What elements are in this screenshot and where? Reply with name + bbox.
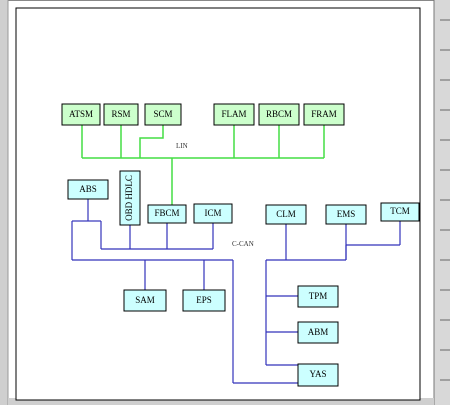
node-rbcm-box bbox=[258, 103, 300, 126]
node-rsm-box bbox=[103, 103, 139, 126]
node-flam[interactable]: FLAM bbox=[213, 103, 255, 126]
node-ems[interactable]: EMS bbox=[325, 204, 367, 225]
node-clm[interactable]: CLM bbox=[265, 204, 307, 225]
node-abm[interactable]: ABM bbox=[297, 321, 339, 344]
node-icm-box bbox=[193, 203, 233, 224]
node-tpm-label: TPM bbox=[309, 291, 328, 301]
node-fbcm[interactable]: FBCM bbox=[147, 204, 187, 224]
lin-bus bbox=[81, 125, 325, 205]
node-tpm[interactable]: TPM bbox=[297, 285, 339, 308]
node-sam-box bbox=[123, 289, 167, 312]
node-yas[interactable]: YAS bbox=[297, 363, 339, 387]
node-obd-hdlc[interactable]: OBD HDLC bbox=[119, 170, 141, 226]
node-yas-label: YAS bbox=[309, 369, 326, 379]
node-abs-label: ABS bbox=[79, 184, 97, 194]
node-rbcm[interactable]: RBCM bbox=[258, 103, 300, 126]
node-fbcm-box bbox=[147, 204, 187, 224]
node-sam-label: SAM bbox=[135, 295, 155, 305]
bottom-edge bbox=[8, 398, 434, 405]
node-abs-box bbox=[67, 179, 109, 200]
node-abm-box bbox=[297, 321, 339, 344]
node-clm-box bbox=[265, 204, 307, 225]
lin-label: LIN bbox=[176, 142, 188, 150]
node-clm-label: CLM bbox=[276, 209, 296, 219]
node-fbcm-label: FBCM bbox=[154, 208, 179, 218]
node-tcm-label: TCM bbox=[390, 206, 410, 216]
node-scm-label: SCM bbox=[153, 109, 172, 119]
node-eps[interactable]: EPS bbox=[182, 289, 226, 312]
node-abm-label: ABM bbox=[308, 327, 329, 337]
node-fram-label: FRAM bbox=[311, 109, 337, 119]
node-scm[interactable]: SCM bbox=[144, 103, 182, 126]
node-tcm-box bbox=[380, 202, 420, 222]
node-eps-label: EPS bbox=[196, 295, 212, 305]
ruler-ticks bbox=[440, 19, 450, 381]
node-yas-box bbox=[297, 363, 339, 387]
node-obd-label: OBD HDLC bbox=[124, 175, 134, 221]
node-ems-box bbox=[325, 204, 367, 225]
node-icm[interactable]: ICM bbox=[193, 203, 233, 224]
node-rsm-label: RSM bbox=[111, 109, 130, 119]
node-flam-box bbox=[213, 103, 255, 126]
node-abs[interactable]: ABS bbox=[67, 179, 109, 200]
node-fram[interactable]: FRAM bbox=[303, 103, 345, 126]
node-obd-box bbox=[119, 170, 141, 226]
node-flam-label: FLAM bbox=[221, 109, 246, 119]
node-tpm-box bbox=[297, 285, 339, 308]
node-atsm[interactable]: ATSM bbox=[61, 103, 101, 126]
node-ems-label: EMS bbox=[337, 209, 356, 219]
node-atsm-label: ATSM bbox=[69, 109, 93, 119]
node-eps-box bbox=[182, 289, 226, 312]
node-tcm[interactable]: TCM bbox=[380, 202, 420, 222]
left-edge bbox=[0, 0, 8, 405]
node-fram-box bbox=[303, 103, 345, 126]
lin-drop-scm bbox=[139, 125, 164, 158]
ccan-label: C-CAN bbox=[232, 240, 254, 248]
node-atsm-box bbox=[61, 103, 101, 126]
node-scm-box bbox=[144, 103, 182, 126]
node-icm-label: ICM bbox=[204, 208, 221, 218]
node-sam[interactable]: SAM bbox=[123, 289, 167, 312]
node-rsm[interactable]: RSM bbox=[103, 103, 139, 126]
node-rbcm-label: RBCM bbox=[266, 109, 292, 119]
can-bus bbox=[71, 199, 401, 384]
right-ruler bbox=[434, 0, 450, 405]
